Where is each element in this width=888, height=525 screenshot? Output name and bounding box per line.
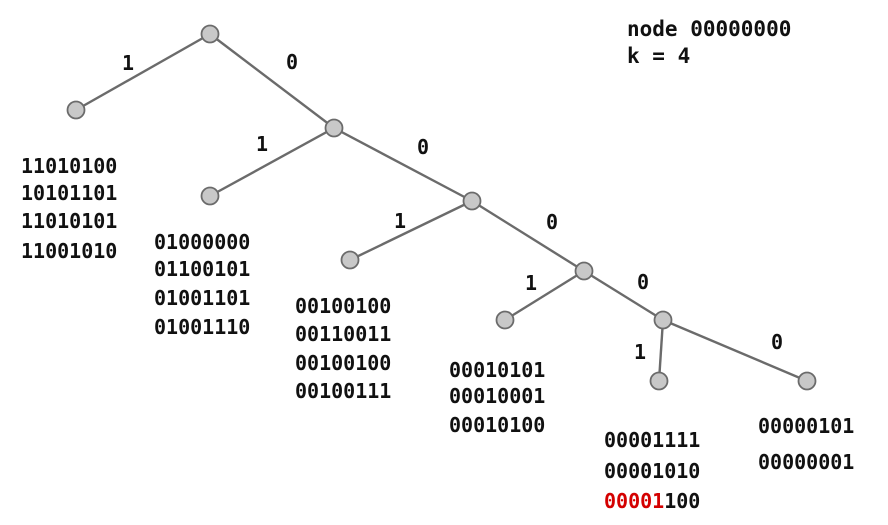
node-leaf-0001 (495, 310, 515, 330)
node-000 (574, 261, 594, 281)
header-node-id: node 00000000 (627, 17, 791, 41)
edge-label: 1 (122, 51, 134, 75)
bucket-entry: 01100101 (154, 257, 250, 281)
bucket-entry: 00010101 (449, 358, 545, 382)
edge-000-1 (504, 269, 585, 322)
node-00 (462, 191, 482, 211)
bucket-entry: 01001110 (154, 315, 250, 339)
edge-00-0 (471, 199, 585, 273)
bucket-list-01: 01000000 01100101 01001101 01001110 (154, 230, 250, 339)
edge-0000-1 (657, 319, 665, 382)
edge-label: 0 (417, 135, 429, 159)
bucket-list-001: 00100100 00110011 00100100 00100111 (295, 294, 391, 403)
bucket-list-00000: 00000101 00000001 (758, 414, 854, 474)
edge-root-1 (75, 32, 211, 112)
bucket-entry: 00001111 (604, 428, 700, 452)
bucket-entry: 00000001 (758, 450, 854, 474)
edge-label: 1 (634, 340, 646, 364)
edge-label: 1 (525, 271, 537, 295)
node-leaf-01 (200, 186, 220, 206)
edge-0-1 (209, 126, 335, 198)
bucket-list-00001: 00001111 00001010 00001100 (604, 428, 700, 513)
node-0000 (653, 310, 673, 330)
bucket-entry: 01001101 (154, 286, 250, 310)
edge-label: 1 (394, 209, 406, 233)
common-prefix-highlight: 00001 (604, 489, 664, 513)
edge-label: 0 (286, 50, 298, 74)
bucket-entry: 00100111 (295, 379, 391, 403)
edge-00-1 (349, 199, 473, 262)
edge-label: 0 (546, 210, 558, 234)
edge-label: 0 (637, 270, 649, 294)
bucket-entry: 11010101 (21, 209, 117, 233)
bucket-list-0001: 00010101 00010001 00010100 (449, 358, 545, 437)
header-k-value: k = 4 (627, 44, 690, 68)
tree-edges (75, 32, 808, 383)
edge-0-0 (333, 126, 473, 203)
bucket-entry: 00001100 (604, 489, 700, 513)
node-leaf-001 (340, 250, 360, 270)
bucket-entry: 00100100 (295, 351, 391, 375)
node-root (200, 24, 220, 44)
edge-labels: 1 0 1 0 1 0 1 0 1 0 (122, 50, 783, 364)
bucket-entry: 00001010 (604, 459, 700, 483)
tree-nodes (66, 24, 817, 391)
bucket-entry: 00110011 (295, 322, 391, 346)
node-leaf-00000 (797, 371, 817, 391)
node-leaf-00001 (649, 371, 669, 391)
node-leaf-1 (66, 100, 86, 120)
edge-000-0 (583, 269, 664, 322)
edge-0000-0 (662, 318, 808, 383)
edge-label: 1 (256, 132, 268, 156)
bucket-entry: 10101101 (21, 181, 117, 205)
bucket-entry: 00100100 (295, 294, 391, 318)
edge-label: 0 (771, 330, 783, 354)
bucket-entry: 01000000 (154, 230, 250, 254)
bucket-entry: 11010100 (21, 154, 117, 178)
bucket-entry: 00010100 (449, 413, 545, 437)
node-0 (324, 118, 344, 138)
bucket-list-1: 11010100 10101101 11010101 11001010 (21, 154, 117, 263)
bucket-entry: 00010001 (449, 384, 545, 408)
edge-root-0 (209, 33, 335, 129)
bucket-entry: 00000101 (758, 414, 854, 438)
bucket-lists: 11010100 10101101 11010101 11001010 0100… (21, 154, 854, 513)
bucket-entry: 11001010 (21, 239, 117, 263)
header: node 00000000 k = 4 (627, 17, 791, 68)
